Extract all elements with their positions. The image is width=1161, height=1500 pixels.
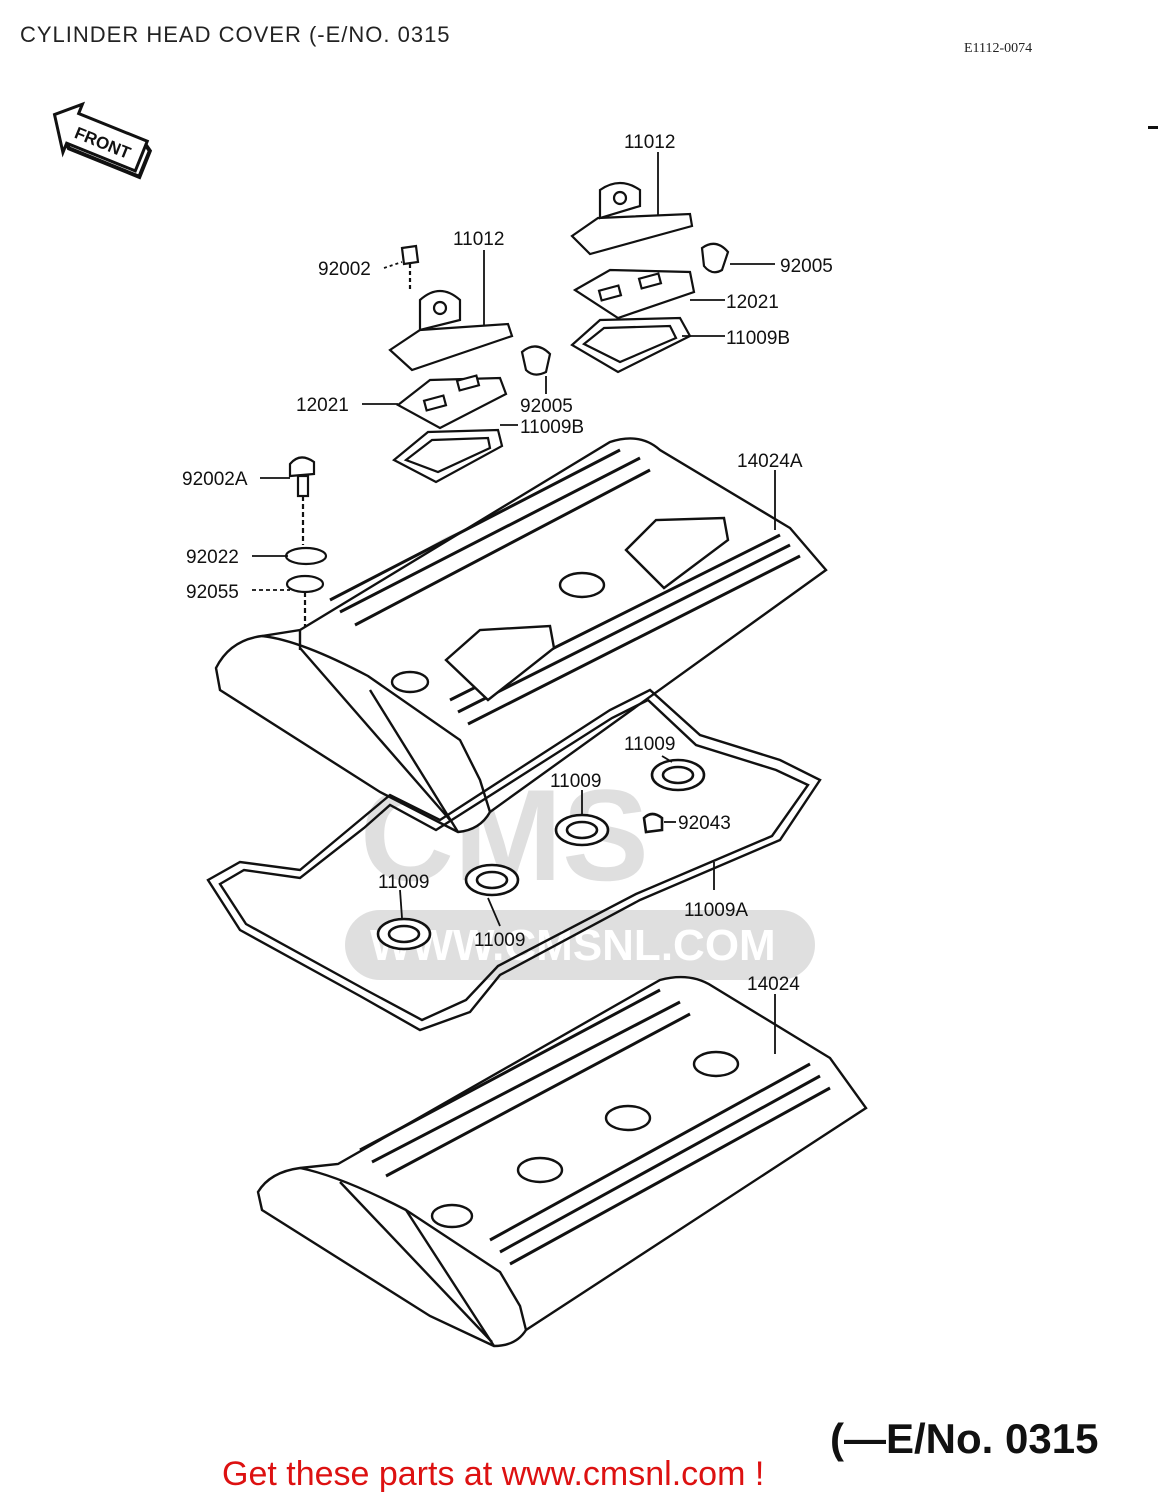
- callout-plug-seal-2: 11009: [550, 771, 601, 792]
- washer: [284, 546, 328, 566]
- breather-assembly-left: [388, 244, 552, 484]
- callout-labels: 11012 11012 92002 92005 12021 11009B 120…: [182, 132, 833, 995]
- callout-cover-gasket: 11009A: [684, 900, 748, 921]
- callout-plug-seal-4: 11009: [474, 930, 525, 951]
- breather-cover-right: [570, 212, 694, 256]
- callout-washer: 92022: [186, 547, 239, 568]
- leader-lines: [252, 152, 776, 1054]
- callout-breather-cover-left: 11012: [453, 229, 504, 250]
- cylinder-head-cover: [256, 975, 868, 1348]
- edge-mark: [1148, 126, 1158, 129]
- callout-breather-cover-right: 11012: [624, 132, 675, 153]
- plate-left: [396, 376, 508, 430]
- plate-right: [572, 268, 696, 320]
- plug-seals: [376, 758, 706, 951]
- watermark-url: WWW.CMSNL.COM: [370, 921, 776, 970]
- callout-cover-bottom: 14024: [747, 974, 800, 995]
- breather-assembly-right: [570, 181, 730, 374]
- plug-seal-4: [376, 917, 432, 951]
- callout-gasket-left: 11009B: [520, 417, 584, 438]
- callout-plate-right: 12021: [726, 292, 779, 313]
- promo-link[interactable]: Get these parts at www.cmsnl.com !: [222, 1455, 765, 1493]
- serial-range-label: (—E/No. 0315: [830, 1415, 1099, 1462]
- callout-plug-seal-1: 11009: [624, 734, 675, 755]
- seal-washer: [285, 574, 325, 594]
- dowel: [642, 812, 664, 834]
- cover-gasket: [206, 688, 822, 1032]
- callout-plate-left: 12021: [296, 395, 349, 416]
- plug-seal-3: [464, 863, 520, 897]
- diagram-code: E1112-0074: [964, 41, 1033, 56]
- callout-seal-washer: 92055: [186, 582, 239, 603]
- plug-seal-2: [554, 813, 610, 847]
- front-arrow: FRONT: [52, 101, 153, 180]
- callout-bolt-a: 92002A: [182, 469, 248, 490]
- bolt-a: [288, 456, 316, 478]
- callout-bolt-left: 92002: [318, 259, 371, 280]
- cap-left: [520, 345, 552, 376]
- callout-cap-right: 92005: [780, 256, 833, 277]
- plug-seal-1: [650, 758, 706, 792]
- bolt-left: [400, 244, 420, 266]
- cap-right: [700, 242, 730, 274]
- callout-cap-left: 92005: [520, 396, 573, 417]
- bolt-stack: [284, 456, 328, 640]
- callout-dowel: 92043: [678, 813, 731, 834]
- page-title: CYLINDER HEAD COVER (-E/NO. 0315: [20, 22, 451, 47]
- cylinder-head-cover-a: [214, 437, 828, 834]
- callout-plug-seal-3: 11009: [378, 872, 429, 893]
- breather-cover-left: [388, 322, 514, 372]
- callout-gasket-right: 11009B: [726, 328, 790, 349]
- callout-cover-top: 14024A: [737, 451, 803, 472]
